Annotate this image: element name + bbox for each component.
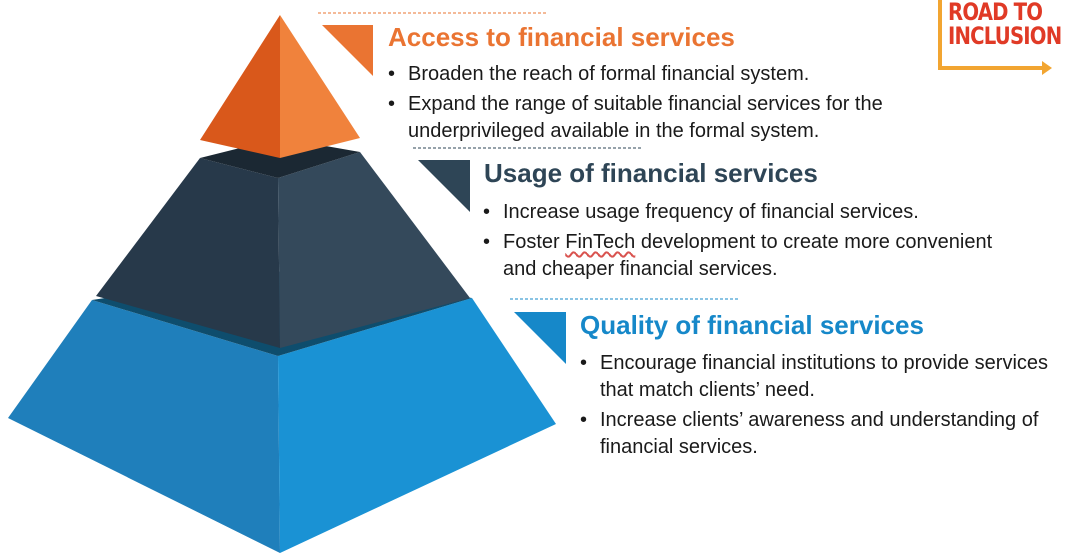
bullet-dot: • <box>388 63 396 85</box>
section-title-access: Access to financial services <box>388 22 735 52</box>
logo-line-2: INCLUSION <box>948 22 1062 50</box>
pyramid-tier-access-left <box>200 15 280 158</box>
bullet-quality-awareness: •Increase clients’ awareness and underst… <box>580 409 1039 458</box>
bullet-dot: • <box>580 409 588 431</box>
bullet-dot: • <box>483 231 491 253</box>
logo-frame <box>938 0 1048 70</box>
bullet-list-usage: •Increase usage frequency of financial s… <box>483 199 1083 286</box>
pointer-access <box>322 25 373 76</box>
pyramid-tier-usage-right <box>278 152 470 348</box>
bullet-access-range: •Expand the range of suitable financial … <box>388 93 883 142</box>
road-to-inclusion-logo: ROAD TO INCLUSION <box>938 0 1062 76</box>
pyramid-tier-quality-left <box>8 300 280 553</box>
logo-text: ROAD TO INCLUSION <box>948 0 1062 50</box>
pointer-quality <box>514 312 566 364</box>
logo-line-1: ROAD TO <box>948 0 1043 26</box>
pointer-usage <box>418 160 470 212</box>
bullet-dot: • <box>388 93 396 115</box>
bullet-usage-frequency: •Increase usage frequency of financial s… <box>483 199 1083 226</box>
section-title-usage: Usage of financial services <box>484 158 818 188</box>
bullet-list-quality: •Encourage financial institutions to pro… <box>580 350 1080 464</box>
section-title-quality: Quality of financial services <box>580 310 924 340</box>
bullet-access-reach: •Broaden the reach of formal financial s… <box>388 61 988 88</box>
bullet-dot: • <box>483 201 491 223</box>
logo-arrow-icon <box>1042 61 1052 75</box>
fintech-term: FinTech <box>565 231 636 253</box>
bullet-dot: • <box>580 352 588 374</box>
bullet-usage-fintech: •Foster FinTech development to create mo… <box>483 231 993 280</box>
pyramid-tier-quality-right <box>278 298 556 553</box>
pyramid-tier-usage-left <box>96 158 280 348</box>
bullet-list-access: •Broaden the reach of formal financial s… <box>388 61 988 148</box>
pyramid-tier-access-right <box>280 15 360 158</box>
bullet-quality-institutions: •Encourage financial institutions to pro… <box>580 352 1049 401</box>
